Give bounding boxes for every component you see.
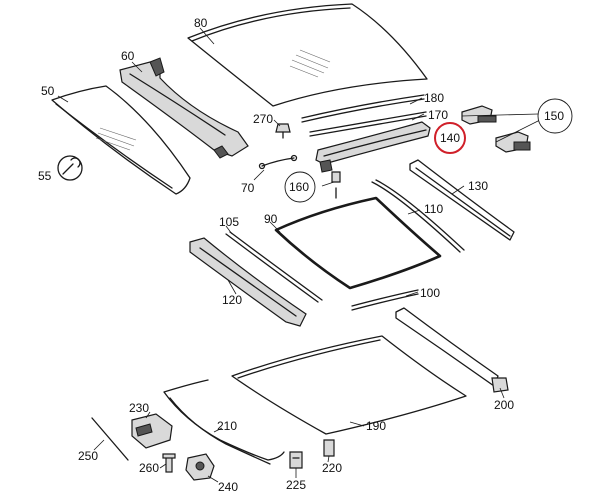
- part-225-bracket[interactable]: [289, 451, 303, 469]
- label-200[interactable]: 200: [494, 398, 514, 412]
- part-180-seal[interactable]: [301, 94, 425, 123]
- part-160-screw[interactable]: [331, 171, 341, 199]
- part-200-rear-guide-rail[interactable]: [395, 307, 509, 393]
- label-150[interactable]: 150: [544, 109, 564, 123]
- label-230[interactable]: 230: [129, 401, 149, 415]
- part-270-clip[interactable]: [275, 123, 291, 139]
- label-225[interactable]: 225: [286, 478, 306, 492]
- callout-ring-150: [537, 98, 573, 134]
- label-80[interactable]: 80: [194, 16, 208, 30]
- part-250-rod[interactable]: [91, 417, 129, 461]
- label-110[interactable]: 110: [424, 202, 443, 216]
- label-270[interactable]: 270: [253, 112, 273, 126]
- part-110-right-seal[interactable]: [371, 179, 465, 253]
- label-120[interactable]: 120: [222, 293, 242, 307]
- part-150-drive-units[interactable]: [461, 105, 531, 153]
- label-60[interactable]: 60: [121, 49, 135, 63]
- label-130[interactable]: 130: [468, 179, 488, 193]
- part-90-frame-seal[interactable]: [274, 196, 442, 290]
- part-50-sunshade-panel[interactable]: [51, 85, 191, 195]
- part-210-cable-harness[interactable]: [163, 379, 285, 465]
- label-210[interactable]: 210: [217, 419, 237, 433]
- part-60-wind-deflector[interactable]: [119, 57, 249, 159]
- label-240[interactable]: 240: [218, 480, 238, 494]
- label-50[interactable]: 50: [41, 84, 55, 98]
- label-90[interactable]: 90: [264, 212, 278, 226]
- part-105-left-seal[interactable]: [225, 231, 323, 303]
- leader-lines: [57, 27, 541, 483]
- part-190-roof-liner[interactable]: [231, 335, 467, 435]
- label-100[interactable]: 100: [420, 286, 440, 300]
- highlight-ring-140: [434, 122, 466, 154]
- part-260-bolt[interactable]: [162, 453, 176, 473]
- part-55-service-wrench-icon[interactable]: [57, 155, 83, 181]
- part-70-cable[interactable]: [258, 154, 298, 170]
- label-180[interactable]: 180: [424, 91, 444, 105]
- part-220-clip[interactable]: [323, 439, 335, 457]
- label-190[interactable]: 190: [366, 419, 386, 433]
- label-220[interactable]: 220: [322, 461, 342, 475]
- part-230-control-unit[interactable]: [131, 413, 173, 449]
- label-170[interactable]: 170: [428, 108, 448, 122]
- label-250[interactable]: 250: [78, 449, 98, 463]
- label-55[interactable]: 55: [38, 169, 52, 183]
- part-80-glass-panel[interactable]: [187, 3, 428, 107]
- part-100-rear-seal[interactable]: [351, 289, 419, 311]
- label-260[interactable]: 260: [139, 461, 159, 475]
- callout-ring-160: [284, 171, 316, 203]
- label-105[interactable]: 105: [219, 215, 239, 229]
- part-140-front-crossmember[interactable]: [315, 121, 431, 173]
- part-130-right-guide-rail[interactable]: [409, 159, 515, 241]
- part-240-motor[interactable]: [185, 453, 215, 481]
- label-140[interactable]: 140: [440, 131, 460, 145]
- part-170-seal[interactable]: [309, 111, 427, 137]
- label-70[interactable]: 70: [241, 181, 255, 195]
- part-120-left-guide-rail[interactable]: [189, 237, 307, 327]
- label-160[interactable]: 160: [289, 180, 309, 194]
